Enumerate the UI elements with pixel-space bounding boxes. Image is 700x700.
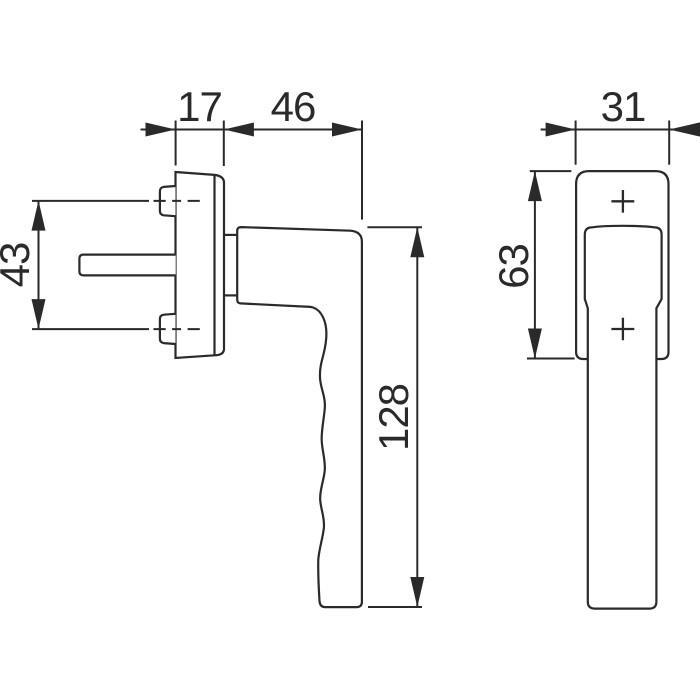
svg-text:63: 63 bbox=[490, 244, 537, 289]
svg-text:46: 46 bbox=[271, 83, 316, 130]
svg-text:128: 128 bbox=[370, 384, 417, 451]
svg-text:17: 17 bbox=[177, 83, 222, 130]
svg-text:43: 43 bbox=[0, 243, 38, 288]
svg-text:31: 31 bbox=[601, 83, 646, 130]
